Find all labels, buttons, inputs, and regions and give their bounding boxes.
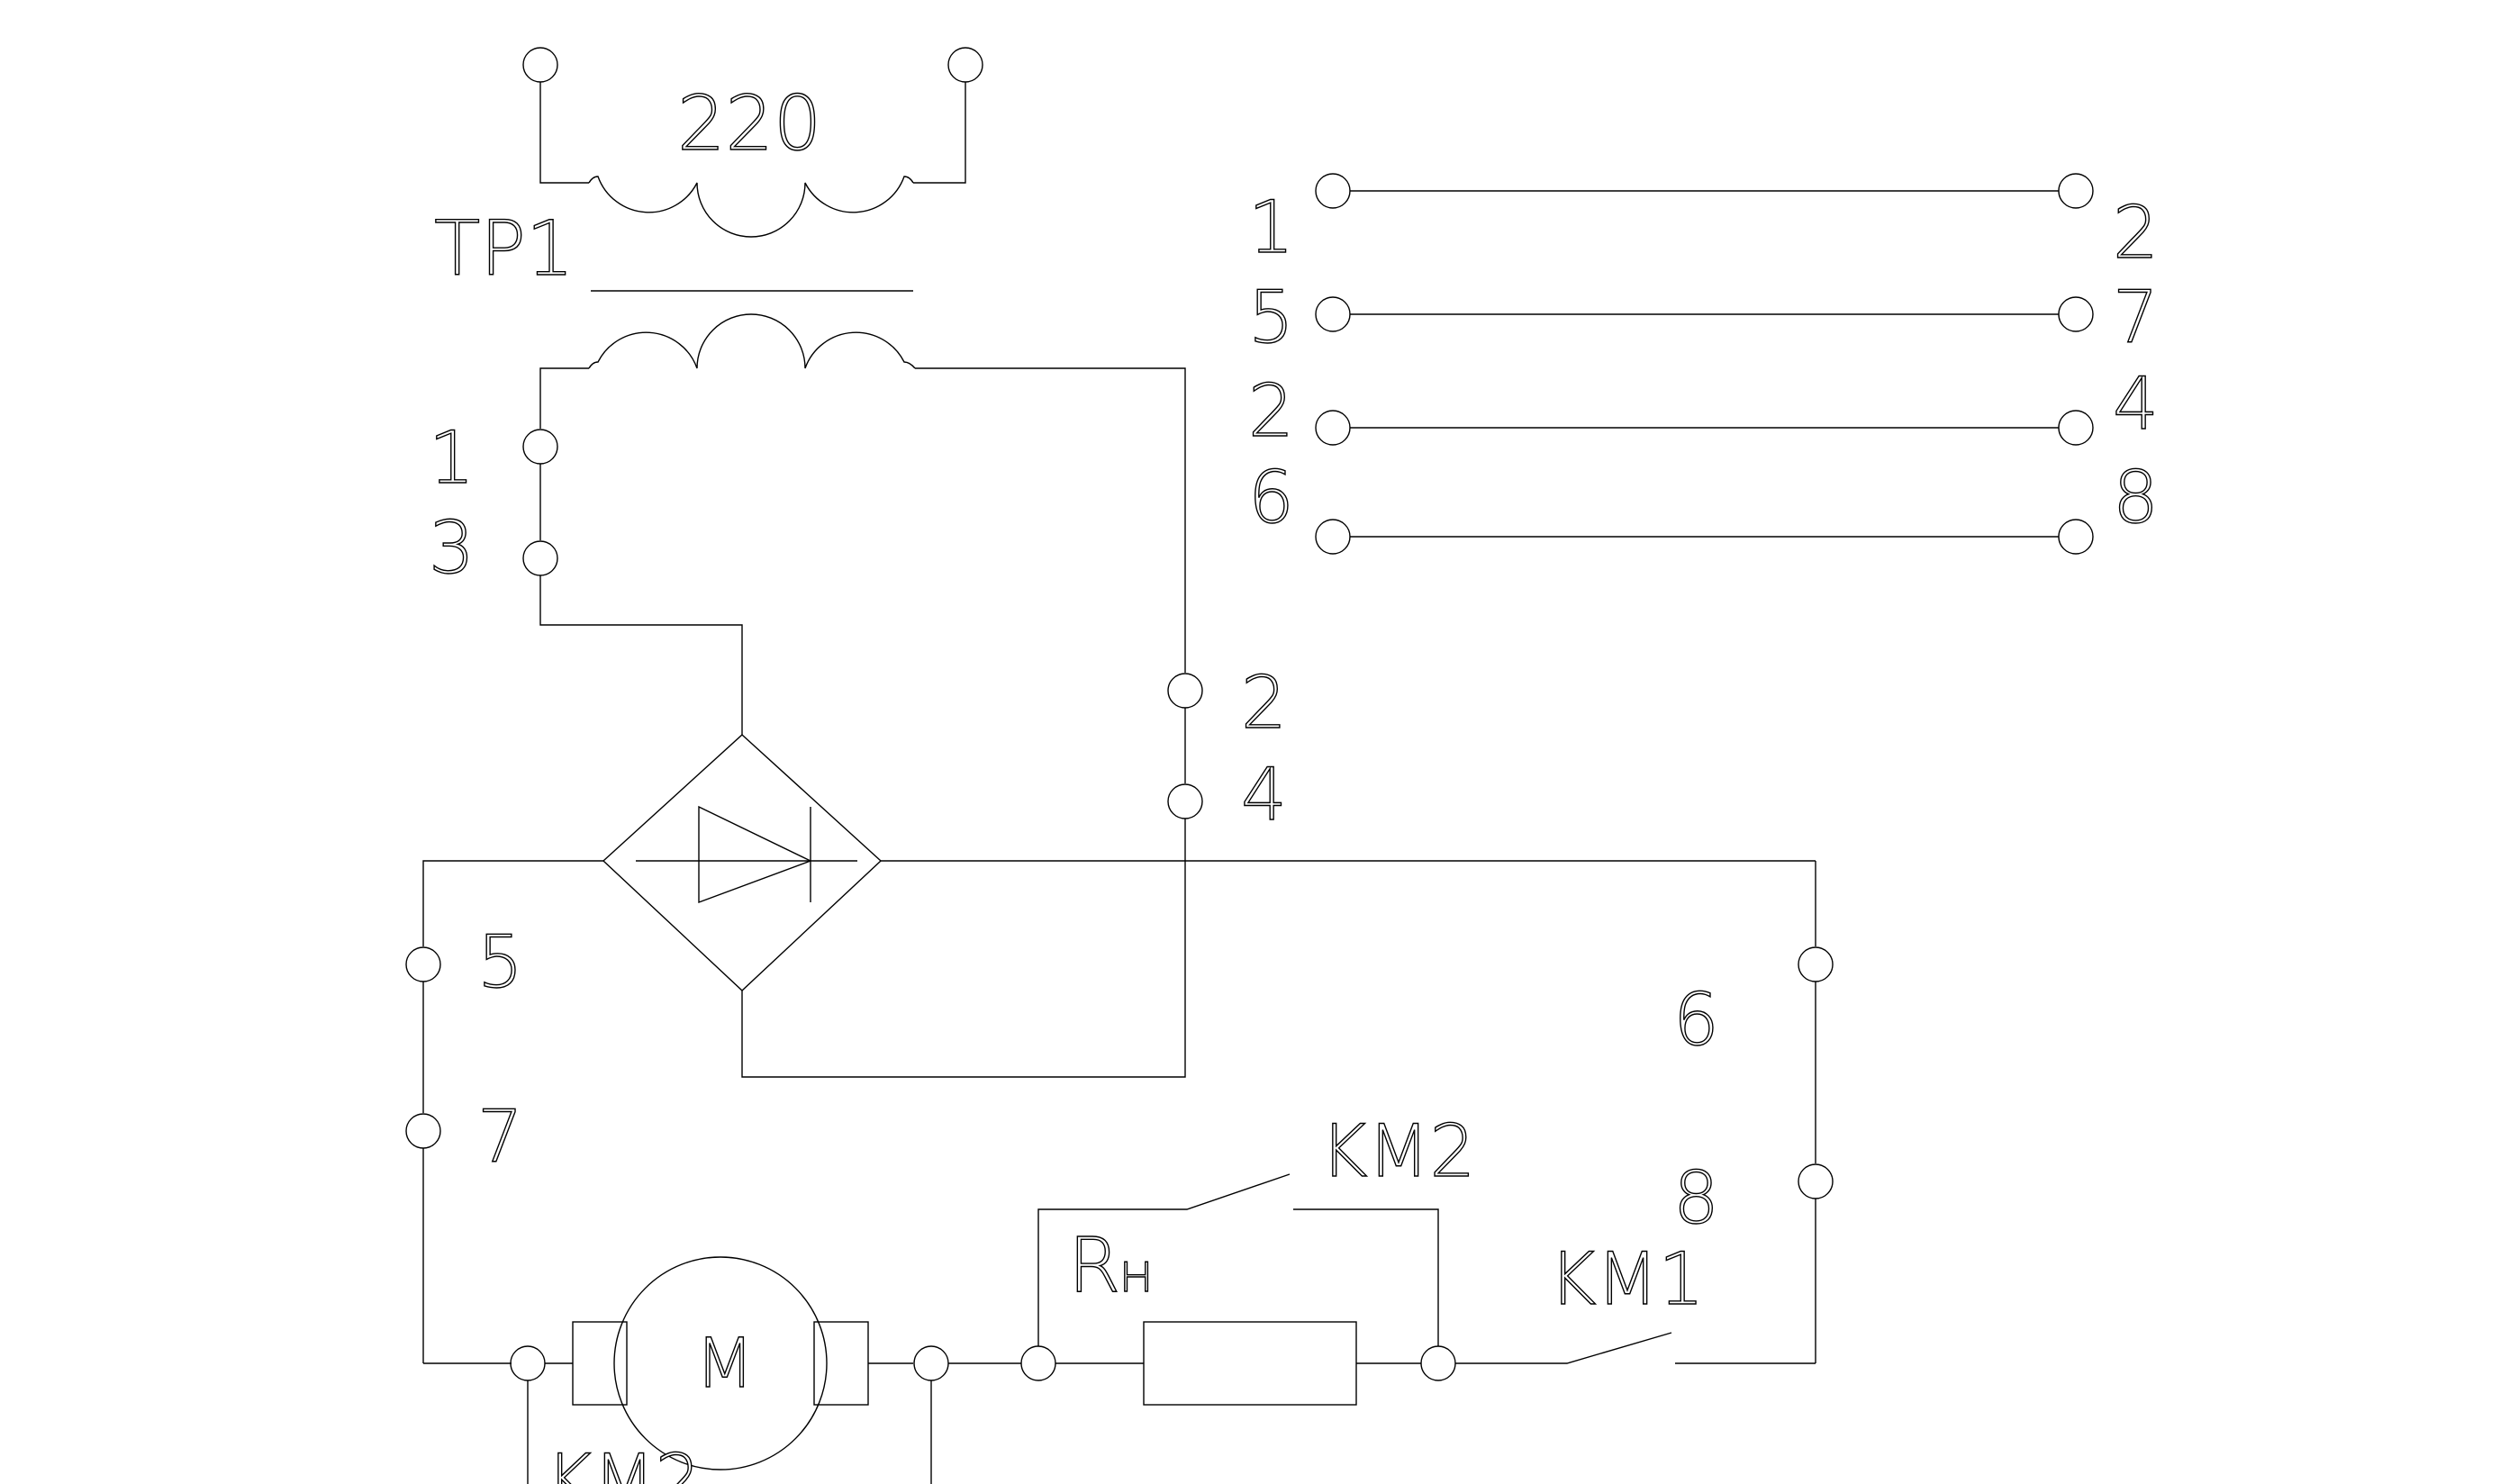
dc-left-bus: [422, 860, 603, 946]
km1-left-wire: [1455, 1332, 1672, 1364]
terminal-6-node: [1798, 946, 1834, 982]
km1-contact: KM1: [1455, 1236, 1816, 1364]
primary-lead-right: [913, 82, 966, 184]
terminal-3-label: 3: [429, 506, 475, 590]
motor-label: M: [695, 1323, 755, 1403]
transformer-name-label: ТР1: [434, 204, 574, 293]
resistor-left-node: [1020, 1345, 1056, 1381]
jumper-left-node: [1315, 296, 1351, 332]
bridge-outline: [602, 734, 883, 991]
terminal-3-node: [522, 540, 558, 576]
jumper-left-node: [1315, 519, 1351, 555]
load-resistor-label: R: [1068, 1221, 1120, 1309]
terminal-1-label: 1: [429, 416, 475, 500]
load-resistor-branch: KM2 R н: [948, 1108, 1476, 1406]
secondary-lead-right: [915, 367, 1186, 673]
jumper-right-label: 8: [2113, 456, 2159, 539]
motor: M KM2: [510, 1256, 949, 1484]
jumper-row: 1 2: [1247, 173, 2160, 276]
jumper-right-node: [2058, 519, 2094, 555]
jumper-left-label: 5: [1248, 276, 1294, 359]
secondary-lead-left: [539, 367, 589, 429]
primary-terminal-left: [522, 47, 558, 83]
jumper-left-label: 6: [1248, 456, 1294, 539]
terminals-2-4: 2 4: [741, 660, 1288, 1078]
jumper-left-label: 1: [1248, 186, 1294, 269]
km2-bypass-right: [1293, 1208, 1439, 1346]
km2-label: KM2: [1320, 1109, 1475, 1193]
load-resistor: [1143, 1321, 1357, 1406]
terminal-1-node: [522, 429, 558, 465]
resistor-right-node: [1420, 1345, 1456, 1381]
terminal-7-label: 7: [477, 1095, 523, 1179]
terminal-8-node: [1798, 1163, 1834, 1199]
secondary-winding: [588, 313, 916, 369]
jumper-row: 2 4: [1247, 361, 2159, 453]
jumper-right-label: 2: [2113, 191, 2159, 275]
km1-label: KM1: [1549, 1237, 1704, 1321]
terminal-7-node: [405, 1113, 441, 1149]
jumper-right-node: [2058, 173, 2094, 209]
jumper-row: 5 7: [1247, 275, 2159, 359]
terminal-8-label: 8: [1673, 1156, 1719, 1240]
load-resistor-subscript: н: [1119, 1242, 1154, 1305]
jumper-table: 1 2 5 7 2 4 6 8: [1247, 173, 2160, 555]
terminal-5-node: [405, 946, 441, 982]
terminal-4-label: 4: [1241, 753, 1287, 837]
terminal-5-label: 5: [477, 920, 523, 1004]
jumper-right-node: [2058, 296, 2094, 332]
jumper-left-node: [1315, 410, 1351, 446]
motor-right-node: [913, 1345, 949, 1381]
motor-left-node: [510, 1345, 546, 1381]
jumper-right-label: 4: [2113, 362, 2159, 446]
terminal-2-node: [1167, 673, 1203, 709]
rectifier-bridge: [602, 734, 883, 991]
jumper-right-label: 7: [2113, 276, 2159, 359]
terminal-2-label: 2: [1241, 661, 1287, 745]
km2-bypass-left: [1037, 1173, 1291, 1346]
jumper-row: 6 8: [1247, 455, 2160, 555]
motor-body: [613, 1256, 828, 1470]
terminal-4-to-bridge-wire: [741, 819, 1186, 1078]
dc-circuit: 5 7 6 8: [405, 860, 1834, 1364]
diode-triangle: [698, 805, 812, 904]
primary-terminal-right: [947, 47, 983, 83]
transformer-voltage-label: 220: [677, 79, 821, 167]
motor-left-brush: [572, 1321, 628, 1406]
jumper-left-node: [1315, 173, 1351, 209]
transformer: 220 ТР1: [433, 47, 1186, 673]
terminal-3-to-bridge-wire: [539, 575, 743, 735]
primary-winding: [588, 176, 914, 238]
primary-lead-left: [539, 82, 589, 184]
jumper-left-label: 2: [1248, 369, 1294, 453]
jumper-right-node: [2058, 410, 2094, 446]
terminals-1-3: 1 3: [428, 415, 743, 735]
terminal-6-label: 6: [1673, 978, 1719, 1062]
terminal-4-node: [1167, 783, 1203, 819]
km2-lower-label: KM2: [546, 1439, 701, 1484]
